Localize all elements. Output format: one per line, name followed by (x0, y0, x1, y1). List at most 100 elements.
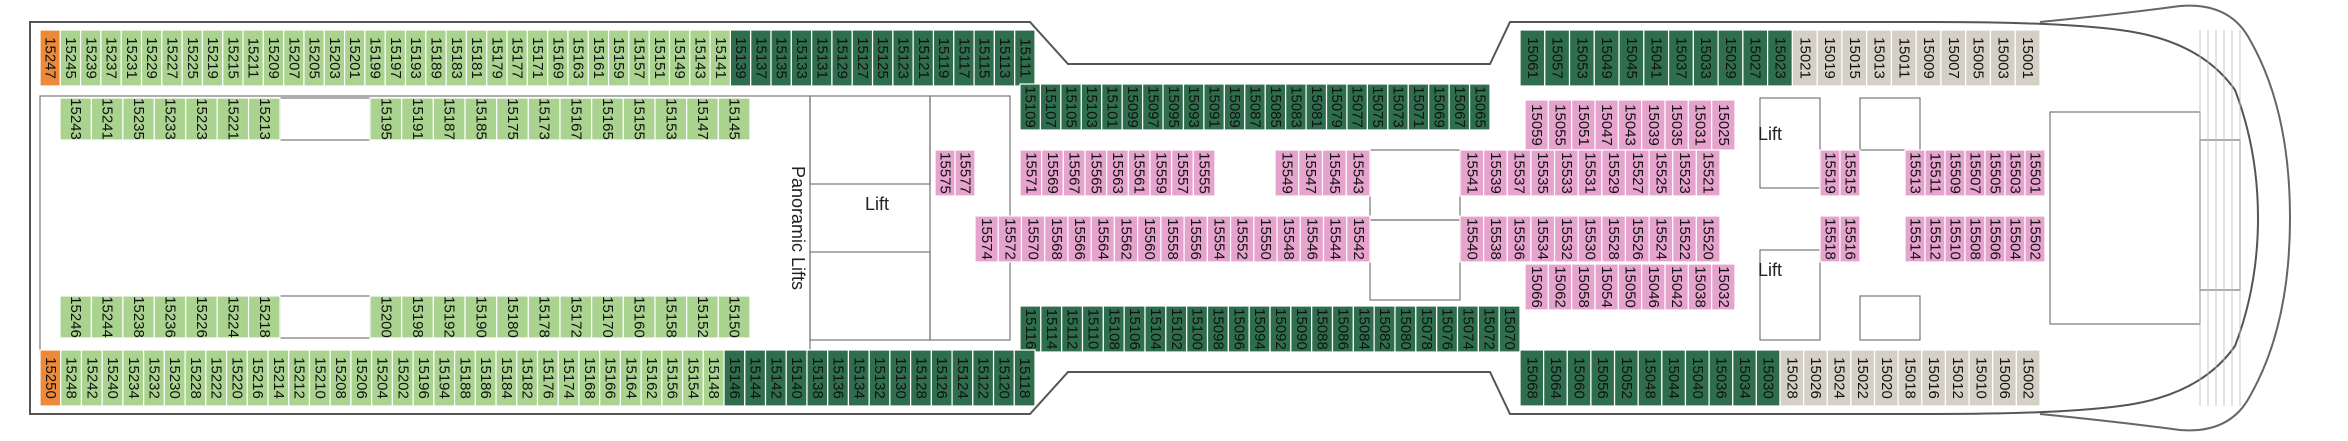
cabin-15212[interactable]: 15212 (288, 349, 311, 407)
cabin-15541[interactable]: 15541 (1459, 149, 1485, 197)
cabin-15550[interactable]: 15550 (1253, 215, 1278, 263)
cabin-15123[interactable]: 15123 (892, 29, 914, 87)
cabin-15173[interactable]: 15173 (527, 97, 561, 141)
cabin-15153[interactable]: 15153 (654, 97, 688, 141)
cabin-15507[interactable]: 15507 (1964, 149, 1986, 197)
cabin-15232[interactable]: 15232 (143, 349, 165, 407)
cabin-15529[interactable]: 15529 (1601, 149, 1627, 197)
cabin-15561[interactable]: 15561 (1127, 149, 1151, 197)
cabin-15193[interactable]: 15193 (404, 29, 427, 87)
cabin-15010[interactable]: 15010 (1968, 349, 1994, 407)
cabin-15124[interactable]: 15124 (951, 349, 974, 407)
cabin-15083[interactable]: 15083 (1285, 83, 1307, 131)
cabin-15091[interactable]: 15091 (1203, 83, 1225, 131)
cabin-15211[interactable]: 15211 (242, 29, 264, 87)
cabin-15021[interactable]: 15021 (1791, 29, 1818, 87)
cabin-15023[interactable]: 15023 (1767, 29, 1793, 87)
cabin-15075[interactable]: 15075 (1366, 83, 1389, 131)
cabin-15513[interactable]: 15513 (1904, 149, 1926, 197)
cabin-15144[interactable]: 15144 (744, 349, 767, 407)
cabin-15106[interactable]: 15106 (1123, 305, 1146, 353)
cabin-15131[interactable]: 15131 (811, 29, 833, 87)
cabin-15191[interactable]: 15191 (401, 97, 434, 141)
cabin-15166[interactable]: 15166 (599, 349, 622, 407)
cabin-15538[interactable]: 15538 (1483, 215, 1508, 263)
cabin-15505[interactable]: 15505 (1984, 149, 2006, 197)
cabin-15065[interactable]: 15065 (1468, 83, 1491, 131)
cabin-15244[interactable]: 15244 (90, 295, 124, 339)
cabin-15543[interactable]: 15543 (1345, 149, 1371, 197)
cabin-15200[interactable]: 15200 (369, 295, 403, 339)
cabin-15514[interactable]: 15514 (1904, 215, 1926, 263)
cabin-15118[interactable]: 15118 (1013, 349, 1036, 407)
cabin-15009[interactable]: 15009 (1915, 29, 1942, 87)
cabin-15209[interactable]: 15209 (262, 29, 285, 87)
cabin-15102[interactable]: 15102 (1165, 305, 1188, 353)
cabin-15546[interactable]: 15546 (1299, 215, 1325, 263)
cabin-15111[interactable]: 15111 (1014, 29, 1036, 87)
cabin-15540[interactable]: 15540 (1459, 215, 1485, 263)
cabin-15168[interactable]: 15168 (578, 349, 601, 407)
cabin-15005[interactable]: 15005 (1965, 29, 1992, 87)
cabin-15218[interactable]: 15218 (247, 295, 281, 339)
cabin-15195[interactable]: 15195 (369, 97, 403, 141)
cabin-15206[interactable]: 15206 (350, 349, 373, 407)
cabin-15509[interactable]: 15509 (1944, 149, 1966, 197)
cabin-15016[interactable]: 15016 (1921, 349, 1947, 407)
cabin-15033[interactable]: 15033 (1692, 29, 1719, 87)
cabin-15143[interactable]: 15143 (689, 29, 711, 87)
cabin-15247[interactable]: 15247 (39, 29, 61, 87)
cabin-15169[interactable]: 15169 (547, 29, 569, 87)
cabin-15109[interactable]: 15109 (1019, 83, 1042, 131)
cabin-15519[interactable]: 15519 (1819, 149, 1841, 197)
cabin-15556[interactable]: 15556 (1183, 215, 1208, 263)
cabin-15082[interactable]: 15082 (1373, 305, 1396, 353)
cabin-15101[interactable]: 15101 (1101, 83, 1123, 131)
cabin-15059[interactable]: 15059 (1524, 99, 1549, 151)
cabin-15020[interactable]: 15020 (1873, 349, 1899, 407)
cabin-15041[interactable]: 15041 (1643, 29, 1670, 87)
cabin-15030[interactable]: 15030 (1755, 349, 1781, 407)
cabin-15204[interactable]: 15204 (371, 349, 393, 407)
cabin-15566[interactable]: 15566 (1067, 215, 1092, 263)
cabin-15545[interactable]: 15545 (1321, 149, 1347, 197)
cabin-15223[interactable]: 15223 (185, 97, 218, 141)
cabin-15093[interactable]: 15093 (1182, 83, 1205, 131)
cabin-15208[interactable]: 15208 (329, 349, 352, 407)
cabin-15079[interactable]: 15079 (1325, 83, 1348, 131)
cabin-15207[interactable]: 15207 (283, 29, 305, 87)
cabin-15068[interactable]: 15068 (1519, 349, 1545, 407)
cabin-15185[interactable]: 15185 (464, 97, 498, 141)
cabin-15094[interactable]: 15094 (1248, 305, 1271, 353)
cabin-15562[interactable]: 15562 (1113, 215, 1139, 263)
cabin-15127[interactable]: 15127 (851, 29, 874, 87)
cabin-15554[interactable]: 15554 (1206, 215, 1232, 263)
cabin-15520[interactable]: 15520 (1695, 215, 1721, 263)
cabin-15076[interactable]: 15076 (1436, 305, 1459, 353)
cabin-15224[interactable]: 15224 (216, 295, 250, 339)
cabin-15122[interactable]: 15122 (972, 349, 995, 407)
cabin-15205[interactable]: 15205 (303, 29, 325, 87)
cabin-15570[interactable]: 15570 (1020, 215, 1046, 263)
cabin-15510[interactable]: 15510 (1944, 215, 1966, 263)
cabin-15069[interactable]: 15069 (1428, 83, 1450, 131)
cabin-15203[interactable]: 15203 (323, 29, 346, 87)
cabin-15215[interactable]: 15215 (222, 29, 244, 87)
cabin-15115[interactable]: 15115 (973, 29, 995, 87)
cabin-15210[interactable]: 15210 (308, 349, 331, 407)
cabin-15219[interactable]: 15219 (201, 29, 224, 87)
cabin-15120[interactable]: 15120 (992, 349, 1015, 407)
cabin-15043[interactable]: 15043 (1617, 99, 1643, 151)
cabin-15175[interactable]: 15175 (496, 97, 529, 141)
cabin-15087[interactable]: 15087 (1244, 83, 1266, 131)
cabin-15533[interactable]: 15533 (1553, 149, 1579, 197)
cabin-15179[interactable]: 15179 (486, 29, 508, 87)
cabin-15178[interactable]: 15178 (527, 295, 561, 339)
cabin-15044[interactable]: 15044 (1661, 349, 1687, 407)
cabin-15515[interactable]: 15515 (1839, 149, 1861, 197)
cabin-15086[interactable]: 15086 (1331, 305, 1354, 353)
cabin-15032[interactable]: 15032 (1711, 263, 1736, 311)
cabin-15531[interactable]: 15531 (1577, 149, 1603, 197)
cabin-15236[interactable]: 15236 (153, 295, 187, 339)
cabin-15190[interactable]: 15190 (464, 295, 498, 339)
